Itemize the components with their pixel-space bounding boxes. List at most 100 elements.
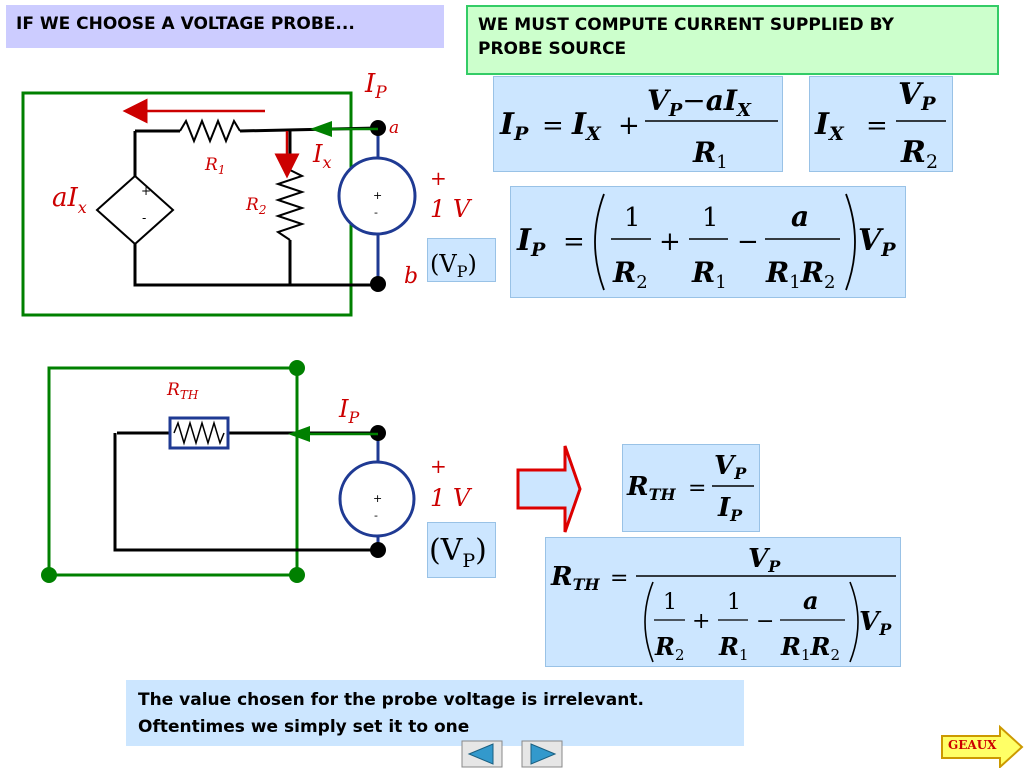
node-b-label: b [404, 264, 418, 289]
eq4-num: VP [714, 451, 747, 483]
eq2-den: R2 [900, 135, 938, 173]
eq3-one-a: 1 [624, 203, 641, 233]
eq4-equals: = [688, 476, 706, 501]
eq5-r1r2: R1R2 [780, 632, 840, 664]
ip-label-2: IP [338, 395, 359, 427]
equation-box-ix [809, 76, 953, 172]
eq5-r1: R1 [718, 632, 749, 664]
eq3-equals: = [563, 227, 585, 257]
dependent-source [95, 174, 175, 246]
geaux-button[interactable]: GEAUX [940, 724, 1024, 768]
next-arrow-icon [521, 740, 563, 768]
eq5-r2: R2 [654, 632, 685, 664]
node-b2-dot [370, 542, 386, 558]
green-node-bottom-right [289, 567, 305, 583]
ip2-arrow-head [288, 426, 310, 442]
eq3-lhs: IP [516, 223, 546, 261]
title-compute-current-line1: WE MUST COMPUTE CURRENT SUPPLIED BY [478, 15, 894, 35]
dep-plus: + [141, 184, 151, 198]
vp-label-box-2 [427, 522, 496, 578]
ip-arrow-head [310, 121, 332, 137]
resistor-r1 [179, 118, 241, 144]
equation-ip: IP = IX + VP−aIX R1 [499, 84, 778, 173]
ip-label-1: IP [364, 69, 387, 103]
eq5-right-paren [849, 581, 859, 663]
title-compute-current: WE MUST COMPUTE CURRENT SUPPLIED BY PROB… [466, 5, 999, 75]
source-plus-label-1: + [430, 166, 447, 190]
eq5-equals: = [610, 566, 628, 591]
rth-label: RTH [166, 380, 199, 402]
dep-minus: - [142, 211, 146, 225]
source-value-label-1: 1 V [430, 195, 473, 223]
previous-slide-button[interactable] [461, 740, 503, 768]
equation-ip-expanded: IP = 1 R2 + 1 R1 − a R1R2 VP [516, 193, 896, 293]
wire-bottom-2 [113, 433, 378, 552]
title-compute-current-line2: PROBE SOURCE [478, 39, 627, 59]
geaux-label: GEAUX [948, 738, 997, 752]
equation-box-ip-expanded [510, 186, 906, 298]
equation-box-ip [493, 76, 783, 172]
dependent-source-label: aIx [52, 183, 87, 217]
eq5-a: a [803, 586, 819, 615]
eq3-minus: − [737, 227, 759, 257]
r1-label: R1 [204, 155, 225, 177]
green-node-bottom-left [41, 567, 57, 583]
ix-label: Ix [312, 140, 332, 172]
eq5-minus: − [756, 609, 774, 634]
eq3-r1r2: R1R2 [765, 256, 835, 293]
eq4-den: IP [717, 493, 743, 525]
note-line2: Oftentimes we simply set it to one [138, 717, 470, 737]
eq1-equals: = [542, 111, 564, 141]
rth-zigzag [173, 420, 225, 446]
eq3-plus: + [659, 227, 681, 257]
node-a-label: a [389, 118, 399, 138]
source-value-label-2: 1 V [430, 484, 473, 512]
equation-rth-expanded: RTH = VP 1 R2 + 1 R1 − a R1R2 VP [550, 544, 896, 664]
equation-box-rth [622, 444, 760, 532]
eq5-num: VP [748, 544, 781, 576]
eq1-plus: + [618, 111, 640, 141]
eq3-a: a [791, 200, 809, 233]
vp-label-box-1 [427, 238, 496, 282]
eq3-vp: VP [858, 223, 896, 261]
next-slide-button[interactable] [521, 740, 563, 768]
eq4-lhs: RTH [626, 472, 677, 504]
eq3-r2: R2 [612, 256, 648, 293]
r2-label: R2 [245, 195, 266, 217]
eq5-vp: VP [859, 607, 892, 639]
eq3-one-b: 1 [702, 203, 719, 233]
probe2-minus-inner: - [374, 509, 378, 522]
equation-box-rth-expanded [545, 537, 901, 667]
previous-arrow-icon [461, 740, 503, 768]
note-probe-voltage: The value chosen for the probe voltage i… [126, 680, 744, 746]
eq2-lhs: IX [814, 107, 845, 145]
probe-plus-inner: + [373, 189, 382, 202]
title-voltage-probe: IF WE CHOOSE A VOLTAGE PROBE... [6, 5, 444, 48]
vp-label-1: (VP) [430, 250, 477, 281]
eq1-den: R1 [692, 136, 728, 173]
eq3-r1: R1 [691, 256, 727, 293]
eq2-num: VP [898, 77, 936, 115]
eq1-lhs: IP [499, 107, 529, 145]
eq5-plus: + [692, 609, 710, 634]
source-plus-label-2: + [430, 454, 447, 478]
implies-arrow-icon [516, 445, 582, 533]
resistor-r2 [274, 169, 306, 241]
equation-rth: RTH = VP IP [626, 451, 754, 525]
eq3-right-paren [845, 193, 856, 291]
vp-label-2: (VP) [429, 533, 487, 572]
eq5-left-paren [644, 581, 654, 663]
wire-bottom [133, 244, 378, 287]
circuit-1: + - + - IP a b R1 R2 Ix aIx + 1 V (VP) [21, 69, 477, 317]
eq3-left-paren [594, 193, 605, 291]
geaux-arrow-icon [941, 724, 1024, 768]
eq5-one-b: 1 [727, 590, 741, 615]
circuit-2: + - RTH IP + 1 V (VP) [41, 360, 487, 583]
probe-voltage-source [337, 156, 417, 236]
eq5-lhs: RTH [550, 562, 601, 594]
eq1-num: VP−aIX [647, 84, 752, 121]
probe-minus-inner: - [374, 206, 378, 219]
eq1-t1: IX [571, 107, 602, 145]
equation-ix: IX = VP R2 [814, 77, 946, 173]
